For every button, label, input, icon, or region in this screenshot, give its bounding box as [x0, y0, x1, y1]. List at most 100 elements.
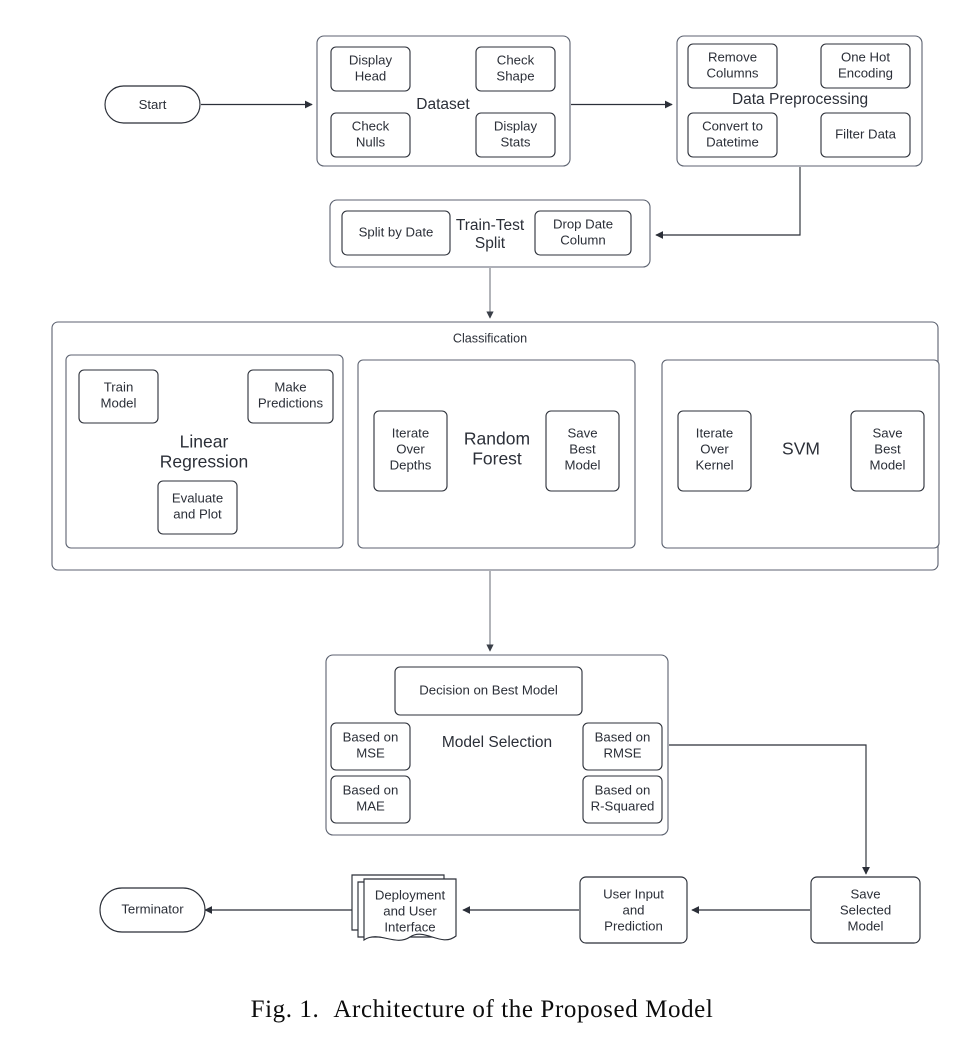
split-item-split-by-date[interactable]: Split by Date [341, 210, 451, 256]
dataset-item-check-nulls[interactable]: Check Nulls [330, 112, 411, 158]
ms-item-0-line2: MSE [356, 745, 385, 760]
rf-item-iterate-over-depths[interactable]: Iterate Over Depths [373, 410, 448, 492]
split-title-line1: Train-Test [456, 217, 525, 234]
lr-item-2-line1: Evaluate [172, 490, 223, 505]
svm-item-0-line3: Kernel [695, 457, 733, 472]
lr-item-2-line2: and Plot [173, 506, 222, 521]
ms-item-3-line2: R-Squared [591, 798, 655, 813]
svm-item-1-line3: Model [870, 457, 906, 472]
group-dataset[interactable]: Dataset Display Head Check Shape Check N… [316, 35, 571, 167]
preproc-item-1-line2: Encoding [838, 65, 893, 80]
lr-item-make-predictions[interactable]: Make Predictions [247, 369, 334, 424]
dataset-item-1-line1: Check [497, 52, 535, 67]
split-item-1-line2: Column [560, 232, 605, 247]
user-input-line1: User Input [603, 886, 664, 901]
ms-item-0-line1: Based on [343, 729, 399, 744]
node-deployment-user-interface[interactable]: Deployment and User Interface [351, 874, 457, 942]
deployment-line2: and User [383, 903, 437, 918]
preprocessing-item-remove-columns[interactable]: Remove Columns [687, 43, 778, 89]
ms-item-2-line1: Based on [343, 782, 399, 797]
model-linear-regression[interactable]: Linear Regression Train Model Make Predi… [65, 354, 344, 549]
ms-item-1-line2: RMSE [603, 745, 641, 760]
dataset-item-2-line1: Check [352, 118, 390, 133]
model-selection-item-r-squared[interactable]: Based on R-Squared [582, 775, 663, 824]
model-selection-decision-label: Decision on Best Model [419, 682, 558, 697]
lr-item-1-line1: Make [274, 379, 306, 394]
model-selection-item-rmse[interactable]: Based on RMSE [582, 722, 663, 771]
dataset-item-3-line2: Stats [500, 134, 530, 149]
lr-item-train-model[interactable]: Train Model [78, 369, 159, 424]
rf-item-0-line2: Over [396, 441, 425, 456]
dataset-item-2-line2: Nulls [356, 134, 386, 149]
rf-item-0-line3: Depths [390, 457, 432, 472]
ms-item-3-line1: Based on [595, 782, 651, 797]
connector-preprocessing-to-split [655, 167, 801, 240]
dataset-item-1-line2: Shape [496, 68, 534, 83]
node-save-selected-model[interactable]: Save Selected Model [810, 876, 921, 944]
preprocessing-item-one-hot-encoding[interactable]: One Hot Encoding [820, 43, 911, 89]
lr-item-0-line1: Train [104, 379, 134, 394]
group-classification[interactable]: Classification Linear Regression Train M… [51, 321, 940, 571]
figure-caption-label: Fig. 1. [250, 996, 320, 1023]
lr-item-evaluate-and-plot[interactable]: Evaluate and Plot [157, 480, 238, 535]
dataset-item-0-line1: Display [349, 52, 393, 67]
model-0-name-line2: Regression [160, 452, 249, 472]
split-item-drop-date-column[interactable]: Drop Date Column [534, 210, 632, 256]
model-svm[interactable]: SVM Iterate Over Kernel Save Best Model [661, 359, 940, 549]
svm-item-1-line1: Save [872, 425, 902, 440]
model-1-name-line1: Random [464, 429, 530, 449]
split-title-line2: Split [475, 235, 506, 252]
preproc-item-2-line2: Datetime [706, 134, 759, 149]
model-selection-item-mae[interactable]: Based on MAE [330, 775, 411, 824]
preprocessing-item-convert-to-datetime[interactable]: Convert to Datetime [687, 112, 778, 158]
node-start[interactable]: Start [104, 85, 201, 124]
ms-item-2-line2: MAE [356, 798, 385, 813]
rf-item-1-line2: Best [569, 441, 596, 456]
split-item-0-line1: Split by Date [359, 224, 434, 239]
user-input-line2: and [622, 902, 644, 917]
dataset-item-display-head[interactable]: Display Head [330, 46, 411, 92]
svm-item-1-line2: Best [874, 441, 901, 456]
model-selection-decision[interactable]: Decision on Best Model [394, 666, 583, 716]
architecture-flowchart: Start Dataset Display Head Check Shape C… [51, 35, 940, 944]
save-selected-model-line1: Save [850, 886, 880, 901]
preprocessing-item-filter-data[interactable]: Filter Data [820, 112, 911, 158]
group-model-selection[interactable]: Model Selection Decision on Best Model B… [325, 654, 669, 836]
model-selection-item-mse[interactable]: Based on MSE [330, 722, 411, 771]
dataset-item-0-line2: Head [355, 68, 387, 83]
lr-item-1-line2: Predictions [258, 395, 324, 410]
svm-item-0-line2: Over [700, 441, 729, 456]
group-train-test-split[interactable]: Train-Test Split Split by Date Drop Date… [329, 199, 651, 268]
lr-item-0-line2: Model [101, 395, 137, 410]
ms-item-1-line1: Based on [595, 729, 651, 744]
group-classification-title: Classification [453, 331, 527, 345]
preproc-item-1-line1: One Hot [841, 49, 890, 64]
rf-item-save-best-model[interactable]: Save Best Model [545, 410, 620, 492]
node-terminator-label: Terminator [121, 901, 184, 916]
svm-item-iterate-over-kernel[interactable]: Iterate Over Kernel [677, 410, 752, 492]
user-input-line3: Prediction [604, 918, 663, 933]
node-terminator[interactable]: Terminator [99, 887, 206, 933]
group-dataset-title: Dataset [416, 96, 470, 113]
node-user-input-prediction[interactable]: User Input and Prediction [579, 876, 688, 944]
group-data-preprocessing-title: Data Preprocessing [732, 91, 868, 108]
group-data-preprocessing[interactable]: Data Preprocessing Remove Columns One Ho… [676, 35, 923, 167]
preproc-item-3-line1: Filter Data [835, 126, 896, 141]
dataset-item-check-shape[interactable]: Check Shape [475, 46, 556, 92]
split-item-1-line1: Drop Date [553, 216, 613, 231]
dataset-item-display-stats[interactable]: Display Stats [475, 112, 556, 158]
connector-model-selection-to-save [669, 744, 871, 875]
preproc-item-2-line1: Convert to [702, 118, 763, 133]
group-model-selection-title: Model Selection [442, 734, 552, 751]
rf-item-1-line3: Model [565, 457, 601, 472]
save-selected-model-line3: Model [848, 918, 884, 933]
model-1-name-line2: Forest [472, 449, 522, 469]
model-random-forest[interactable]: Random Forest Iterate Over Depths Save B… [357, 359, 636, 549]
svm-item-save-best-model[interactable]: Save Best Model [850, 410, 925, 492]
model-0-name-line1: Linear [180, 432, 229, 452]
rf-item-1-line1: Save [567, 425, 597, 440]
svm-item-0-line1: Iterate [696, 425, 733, 440]
deployment-line3: Interface [384, 919, 435, 934]
figure-caption-text: Architecture of the Proposed Model [333, 996, 714, 1023]
